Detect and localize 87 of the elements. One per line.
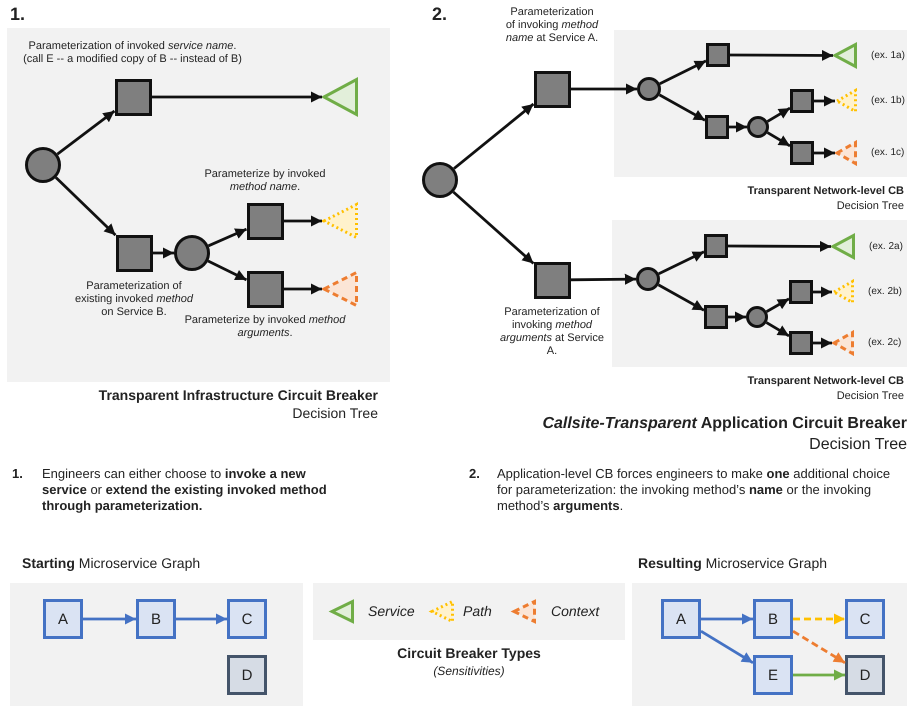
dotted-triangle-marker	[322, 203, 358, 239]
arrow	[453, 102, 534, 170]
arrow	[56, 110, 116, 156]
description-text: Engineers can either choose to invoke a new service or extend the existing invoked method through parameterization.	[42, 466, 328, 514]
arrow	[658, 284, 705, 312]
legend-label: Path	[463, 603, 492, 619]
arrow	[658, 250, 705, 276]
service-box: A	[43, 599, 83, 639]
example-label: (ex. 1b)	[871, 95, 905, 107]
node-label: Parameterization of invoking method arguments at Service A.	[500, 306, 604, 358]
arrow	[814, 95, 835, 107]
service-box: B	[136, 599, 176, 639]
arrow	[207, 260, 248, 282]
figure-title: Callsite-Transparent Application Circuit Breaker	[541, 414, 907, 433]
step-number: 2.	[432, 4, 448, 25]
step-number: 2.	[469, 466, 481, 482]
arrow	[792, 630, 846, 664]
arrow	[729, 121, 747, 133]
legend-subtitle: (Sensitivities)	[432, 664, 506, 679]
example-label: (ex. 2c)	[868, 337, 902, 349]
panel-title: Resulting Microservice Graph	[638, 554, 828, 572]
arrow	[570, 83, 637, 95]
node-label: Parameterization of invoking method name at Service A.	[505, 6, 599, 45]
panel-subtitle: Decision Tree	[836, 199, 904, 214]
example-label: (ex. 1c)	[871, 147, 904, 159]
arrow	[452, 190, 534, 265]
arrow	[54, 176, 116, 236]
arrow	[793, 613, 845, 625]
arrow	[766, 321, 790, 338]
arrow	[766, 106, 791, 123]
legend-label: Context	[551, 603, 600, 619]
panel-subtitle: Decision Tree	[836, 389, 904, 404]
example-label: (ex. 1a)	[871, 50, 905, 62]
arrow	[730, 50, 833, 62]
arrow	[152, 247, 174, 259]
arrow	[208, 228, 248, 248]
arrow	[813, 286, 832, 298]
service-box: E	[753, 655, 793, 695]
arrow	[284, 283, 322, 295]
example-label: (ex. 2b)	[868, 286, 902, 298]
panel-title: Starting Microservice Graph	[22, 554, 202, 572]
service-box: C	[845, 599, 885, 639]
arrow	[766, 131, 791, 148]
node-label: Parameterize by invoked method name.	[203, 168, 327, 194]
arrow	[814, 147, 835, 159]
arrow	[766, 298, 790, 313]
service-box: D	[845, 655, 885, 695]
arrow	[83, 613, 136, 625]
panel-title: Transparent Network-level CB	[746, 184, 904, 199]
service-box: C	[227, 599, 267, 639]
step-number: 1.	[10, 4, 26, 25]
example-label: (ex. 2a)	[869, 240, 903, 252]
panel-title: Transparent Network-level CB	[746, 374, 904, 389]
arrow	[793, 669, 845, 681]
square-node	[704, 234, 728, 258]
square-node	[790, 89, 814, 113]
arrow	[701, 613, 753, 625]
service-box: D	[227, 655, 267, 695]
description-text: Application-level CB forces engineers to make one additional choice for parameterization: the invoking method’s name or the invoking method’s arguments.	[497, 466, 892, 514]
square-node	[790, 141, 814, 165]
square-node	[706, 43, 730, 67]
arrow	[570, 274, 636, 285]
square-node	[789, 280, 813, 304]
square-node	[789, 331, 813, 355]
arrow	[813, 337, 832, 349]
panel-title: Transparent Infrastructure Circuit Breaker	[98, 386, 378, 404]
dashed-triangle-marker	[322, 271, 358, 307]
arrow	[152, 91, 322, 103]
triangle-marker	[322, 78, 358, 116]
legend-title: Circuit Breaker Types	[396, 645, 542, 662]
step-number: 1.	[12, 466, 24, 482]
panel-subtitle: Decision Tree	[291, 404, 378, 422]
arrow	[659, 60, 707, 85]
arrow	[284, 215, 322, 227]
arrow	[728, 311, 746, 323]
square-node	[705, 115, 729, 139]
circle-node	[422, 162, 458, 198]
service-box: A	[661, 599, 701, 639]
service-box: B	[753, 599, 793, 639]
arrow	[658, 94, 706, 122]
figure-subtitle: Decision Tree	[808, 435, 907, 454]
legend-label: Service	[368, 603, 415, 619]
arrow	[700, 630, 754, 664]
square-node	[704, 305, 728, 329]
node-label: Parameterization of invoked service name. (call E -- a modified copy of B -- instead of B)	[22, 40, 243, 66]
arrow	[728, 240, 831, 252]
arrow	[176, 613, 227, 625]
